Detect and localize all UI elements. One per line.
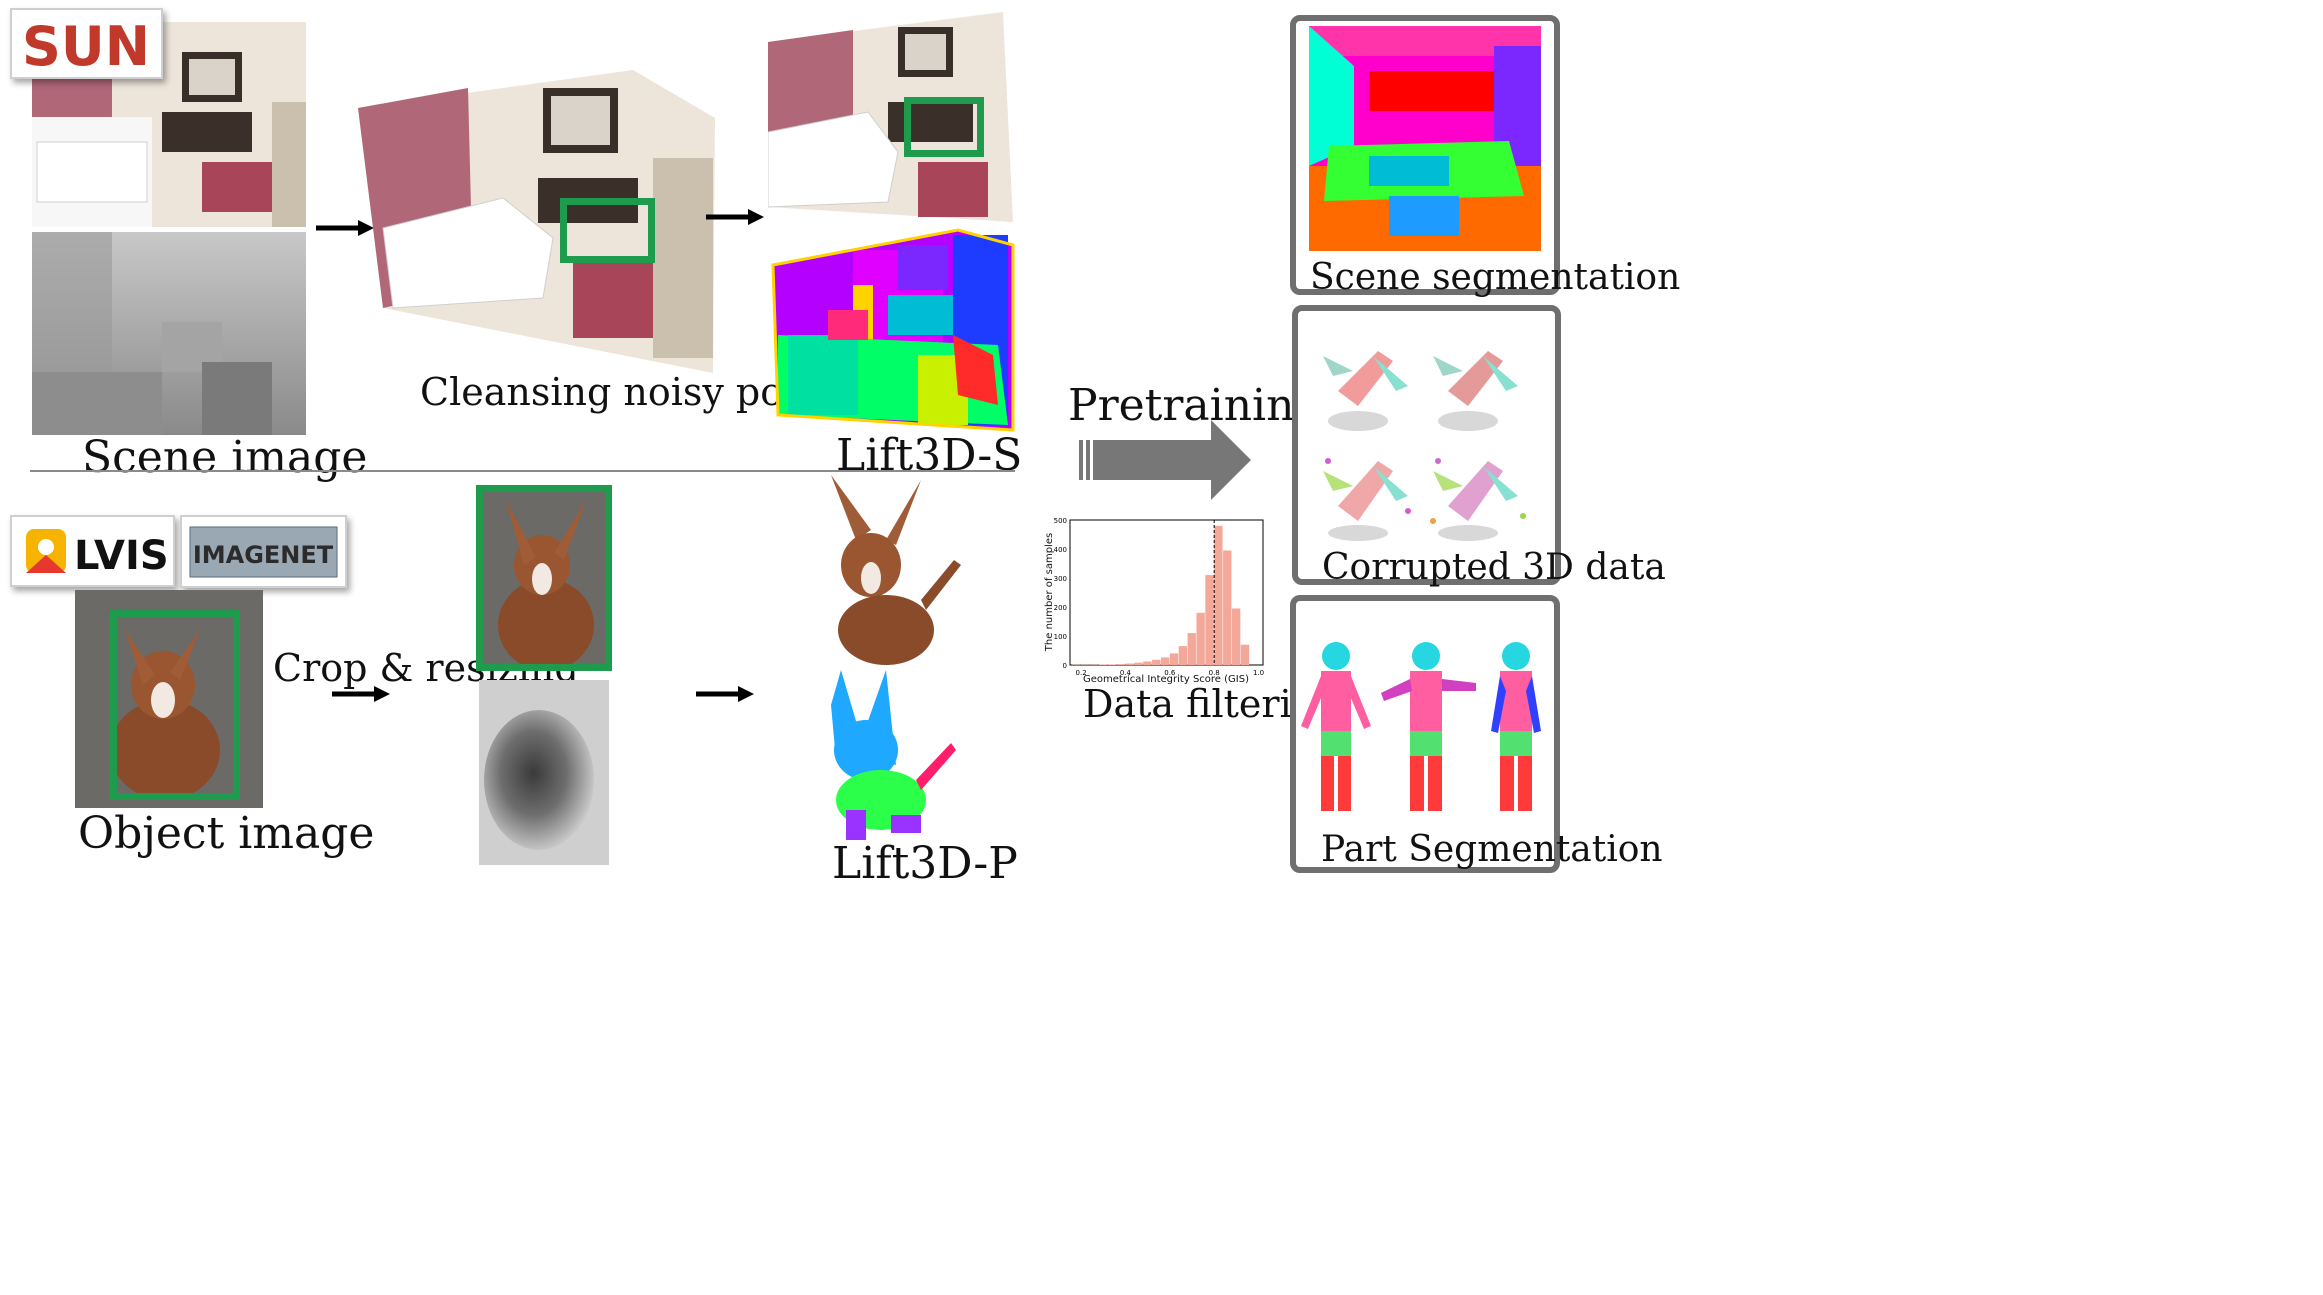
- sun-logo-text: SUN: [22, 15, 150, 77]
- histogram-svg: 0.2 0.4 0.6 0.8 1.0 0 100 200 300 400 500 Geometri…: [1044, 517, 1264, 685]
- histogram-bar: [1178, 646, 1188, 665]
- histogram-bar: [1205, 575, 1214, 665]
- histogram-xtick: 0.8: [1209, 669, 1220, 677]
- scene-segmentation-panel: Scene segmentation: [1290, 15, 1680, 298]
- histogram-bar: [1143, 661, 1152, 665]
- cropped-object-image: [476, 485, 612, 671]
- corrupted-planes-image: [1323, 351, 1526, 541]
- lift3d-p-label: Lift3D-P: [832, 838, 1018, 889]
- lift3d-s-segmentation: [768, 225, 1018, 440]
- lvis-logo: LVIS: [26, 529, 169, 579]
- cleansing-point-cloud: [353, 68, 718, 373]
- histogram-ytick: 200: [1054, 604, 1067, 612]
- histogram-ytick: 100: [1054, 633, 1067, 641]
- cleaned-highlight-box: [904, 97, 984, 157]
- lvis-logo-text: LVIS: [74, 533, 169, 579]
- arrow-cleansing-to-lift3d-s: [706, 207, 766, 231]
- histogram-ytick: 300: [1054, 575, 1067, 583]
- cropped-object-border: [476, 485, 612, 671]
- part-segmentation-label: Part Segmentation: [1321, 829, 1663, 870]
- scene-segmentation-label: Scene segmentation: [1310, 257, 1681, 298]
- histogram-bar: [1125, 663, 1134, 665]
- dog-point-cloud: [826, 470, 966, 665]
- histogram-bar: [1196, 612, 1205, 665]
- histogram-bar: [1169, 653, 1179, 665]
- pretraining-label: Pretraining: [1068, 380, 1323, 431]
- histogram-bar: [1223, 550, 1232, 665]
- scene-depth-image: [32, 232, 306, 435]
- histogram-bar: [1231, 608, 1241, 665]
- part-segmentation-panel: Part Segmentation: [1290, 595, 1663, 873]
- object-bbox: [110, 610, 240, 800]
- histogram-bar: [1214, 525, 1223, 665]
- histogram-bar: [1240, 644, 1250, 665]
- scene-segmentation-image: [1309, 26, 1541, 251]
- histogram-xtick: 0.6: [1164, 669, 1176, 677]
- cropped-depth-image: [479, 680, 609, 865]
- histogram-xtick: 0.2: [1076, 669, 1087, 677]
- corrupted-3d-panel: Corrupted 3D data: [1292, 305, 1666, 588]
- histogram-bar: [1160, 657, 1170, 665]
- histogram-bar: [1098, 664, 1108, 665]
- histogram-bar: [1152, 659, 1161, 665]
- part-segmentation-image: [1301, 642, 1541, 811]
- histogram-bar: [1107, 664, 1117, 665]
- sun-logo: SUN: [22, 15, 150, 78]
- gis-histogram: 0.2 0.4 0.6 0.8 1.0 0 100 200 300 400 500 Geometri…: [1040, 510, 1270, 690]
- section-divider: [30, 470, 1015, 472]
- object-image-label: Object image: [78, 808, 375, 859]
- imagenet-logo: IMAGENET: [189, 526, 338, 578]
- histogram-ytick: 500: [1054, 517, 1067, 525]
- arrow-crop-to-lift3d-p: [696, 684, 756, 708]
- histogram-xtick: 0.4: [1120, 669, 1132, 677]
- histogram-xtick: 1.0: [1253, 669, 1264, 677]
- pretraining-arrow: [1075, 420, 1255, 504]
- histogram-ylabel: The number of samples: [1044, 533, 1055, 652]
- arrow-object-to-crop: [332, 684, 392, 708]
- imagenet-logo-text: IMAGENET: [193, 541, 334, 569]
- histogram-ytick: 0: [1063, 662, 1067, 670]
- imagenet-logo-card: IMAGENET: [180, 515, 347, 588]
- lvis-logo-card: LVIS: [10, 515, 175, 587]
- object-image: [75, 590, 263, 808]
- corrupted-3d-label: Corrupted 3D data: [1322, 547, 1666, 588]
- lift3d-s-label: Lift3D-S: [836, 430, 1023, 481]
- sun-logo-card: SUN: [10, 8, 163, 79]
- arrow-scene-to-cleansing: [316, 218, 376, 242]
- histogram-bar: [1187, 633, 1196, 665]
- cleansing-highlight-box: [560, 198, 655, 263]
- histogram-ytick: 400: [1054, 546, 1067, 554]
- histogram-bar: [1134, 662, 1143, 665]
- histogram-bar: [1116, 664, 1125, 665]
- histogram-xlabel: Geometrical Integrity Score (GIS): [1083, 674, 1249, 685]
- cleaned-scene-image: [768, 12, 1013, 222]
- scene-image-label: Scene image: [82, 432, 368, 483]
- lift3d-p-segmentation: [826, 665, 966, 845]
